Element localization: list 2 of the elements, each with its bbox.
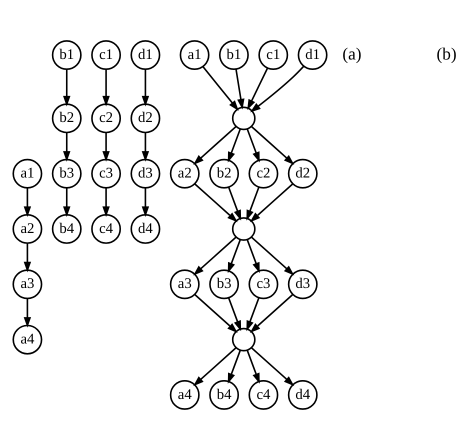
label: (b) (436, 44, 457, 64)
label: (a) (342, 44, 362, 64)
